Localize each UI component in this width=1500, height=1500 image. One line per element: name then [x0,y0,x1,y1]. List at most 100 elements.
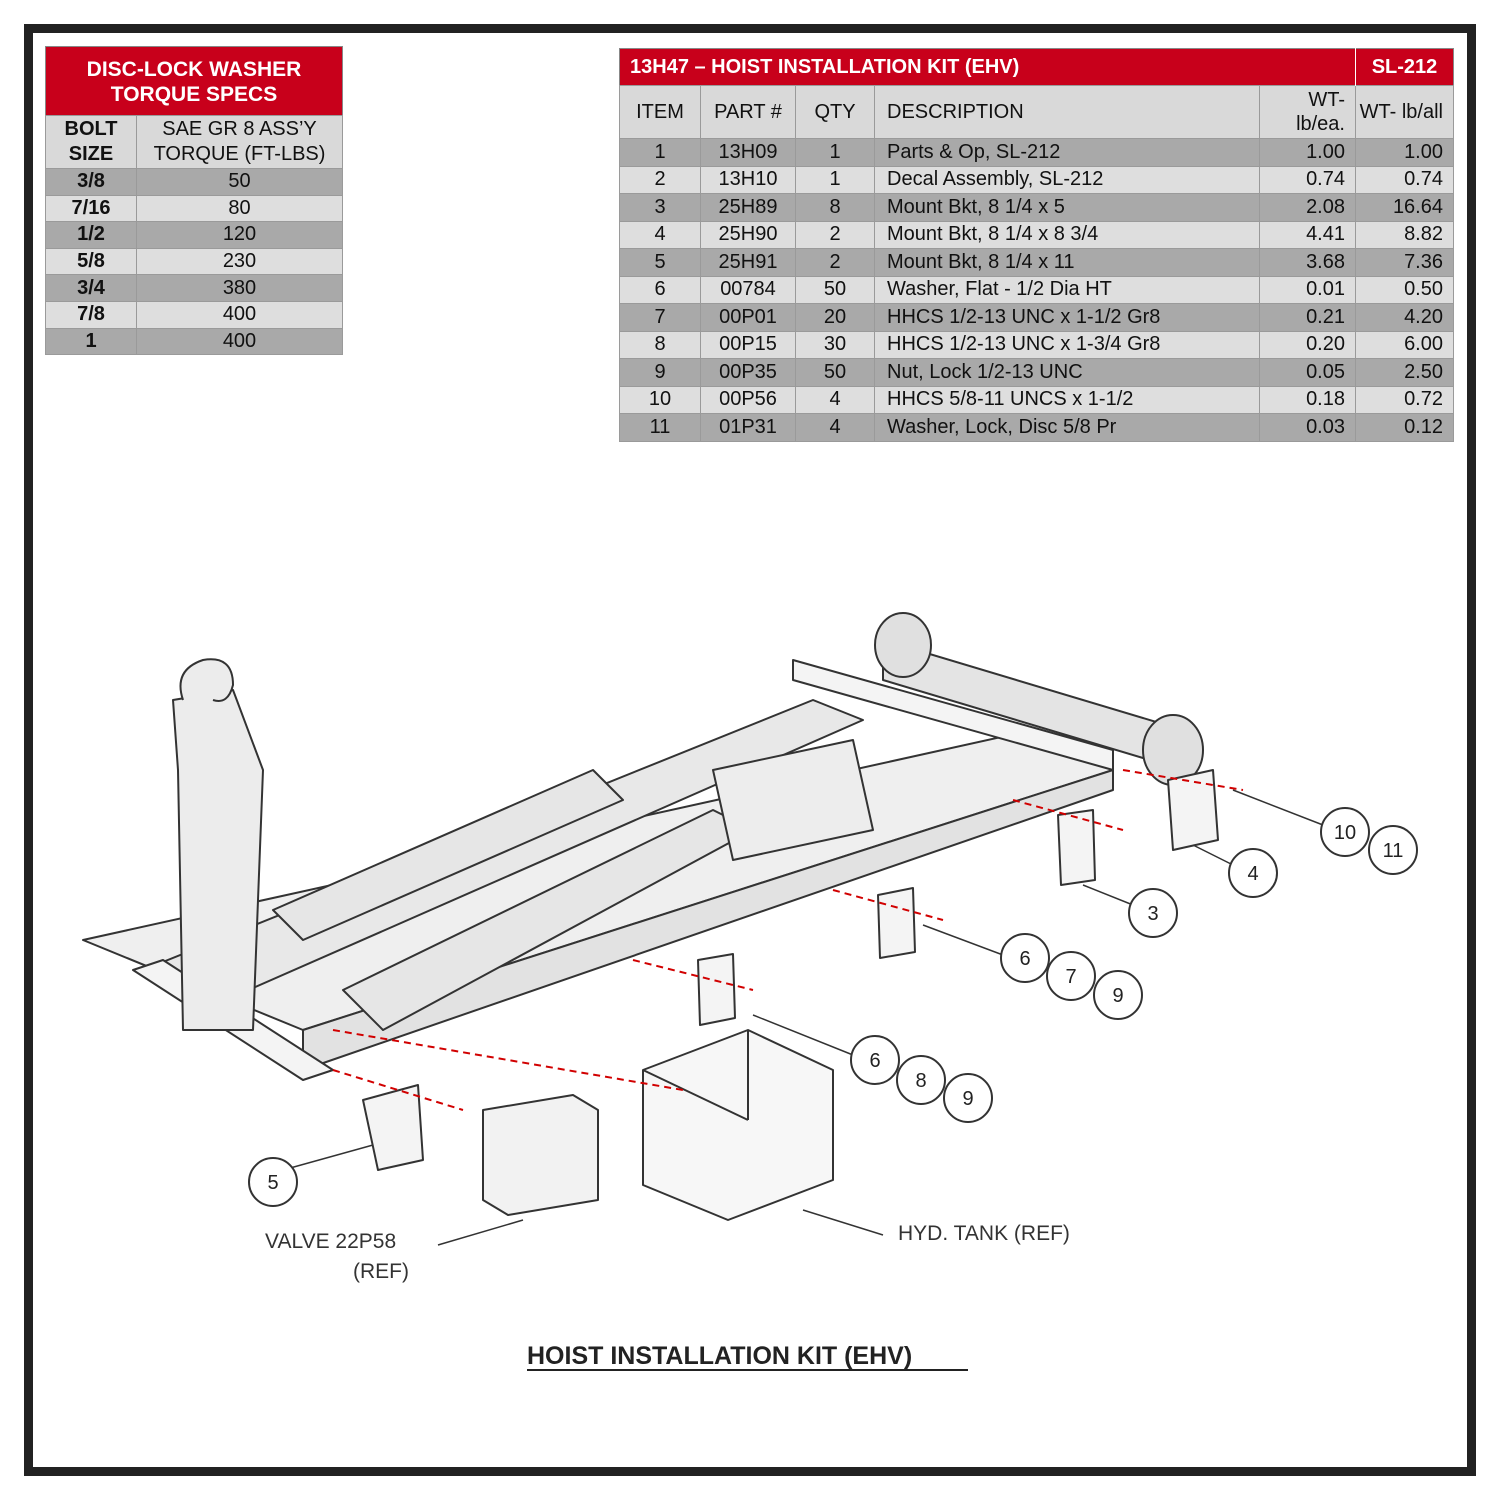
qty-cell: 1 [795,165,875,194]
part-number-cell: 01P31 [700,413,796,442]
part-number-cell: 25H90 [700,220,796,249]
callout-number: 5 [267,1172,278,1194]
weight-all-cell: 1.00 [1355,138,1454,167]
qty-cell: 4 [795,385,875,414]
description-cell: Washer, Flat - 1/2 Dia HT [874,275,1260,304]
rear-roller-left [874,612,932,678]
item-cell: 11 [619,413,701,442]
weight-all-cell: 6.00 [1355,330,1454,359]
part-number-cell: 13H10 [700,165,796,194]
leader-line [282,1144,374,1171]
weight-all-cell: 0.50 [1355,275,1454,304]
torque-value-cell: 230 [136,247,343,276]
item-cell: 7 [619,303,701,332]
part-number-cell: 00P15 [700,330,796,359]
weight-all-cell: 0.74 [1355,165,1454,194]
item-cell: 3 [619,193,701,222]
leader-line [1232,789,1324,826]
qty-cell: 30 [795,330,875,359]
mount-bracket-5 [362,1084,424,1171]
weight-each-cell: 2.08 [1259,193,1356,222]
item-cell: 5 [619,248,701,277]
hydraulic-cylinder [272,769,624,941]
torque-table-title: DISC-LOCK WASHER TORQUE SPECS [45,46,343,116]
callout-balloon: 6 [850,1035,900,1085]
weight-each-cell: 3.68 [1259,248,1356,277]
col-torque: SAE GR 8 ASS’Y TORQUE (FT-LBS) [136,115,343,169]
callout-number: 3 [1147,903,1158,925]
weight-each-cell: 0.03 [1259,413,1356,442]
weight-each-cell: 0.20 [1259,330,1356,359]
tank-edge [642,1069,749,1121]
callout-balloon: 9 [943,1073,993,1123]
leader-line [1192,844,1234,866]
mount-bracket-4 [1167,769,1219,851]
kit-model-code: SL-212 [1355,48,1454,86]
weight-each-cell: 4.41 [1259,220,1356,249]
callout-number: 9 [1112,985,1123,1007]
mount-bracket-3 [877,887,916,959]
torque-value-cell: 380 [136,274,343,302]
bolt-size-cell: 5/8 [45,247,137,276]
part-number-cell: 25H91 [700,248,796,277]
col-qty: QTY [795,85,875,139]
part-number-cell: 00P01 [700,303,796,332]
bolt-size-cell: 3/4 [45,274,137,302]
kit-parts-table: 13H47 – HOIST INSTALLATION KIT (EHV) SL-… [619,48,1454,442]
part-number-cell: 00784 [700,275,796,304]
bolt-size-cell: 1 [45,327,137,356]
leader-line [437,1219,524,1246]
weight-all-cell: 16.64 [1355,193,1454,222]
leader-line [922,924,1004,956]
valve-label-line1: VALVE 22P58 [265,1230,396,1253]
bolt-size-cell: 3/8 [45,168,137,196]
callout-balloon: 5 [248,1157,298,1207]
part-number-cell: 00P56 [700,385,796,414]
torque-value-cell: 120 [136,221,343,249]
item-cell: 2 [619,165,701,194]
weight-all-cell: 0.12 [1355,413,1454,442]
bolt-path [632,959,754,991]
mount-bracket-3 [1057,809,1096,886]
diagram-caption: HOIST INSTALLATION KIT (EHV) [527,1342,912,1370]
callout-balloon: 9 [1093,970,1143,1020]
item-cell: 1 [619,138,701,167]
col-wt-each: WT- lb/ea. [1259,85,1356,139]
callout-balloon: 10 [1320,807,1370,857]
col-bolt-size: BOLT SIZE [45,115,137,169]
qty-cell: 2 [795,220,875,249]
hook-arm [172,689,264,1031]
tank-label: HYD. TANK (REF) [898,1222,1070,1245]
kit-table-title: 13H47 – HOIST INSTALLATION KIT (EHV) [619,48,1356,86]
item-cell: 6 [619,275,701,304]
col-wt-all: WT- lb/all [1355,85,1454,139]
weight-all-cell: 0.72 [1355,385,1454,414]
description-cell: Washer, Lock, Disc 5/8 Pr [874,413,1260,442]
weight-all-cell: 7.36 [1355,248,1454,277]
qty-cell: 50 [795,275,875,304]
description-cell: HHCS 1/2-13 UNC x 1-3/4 Gr8 [874,330,1260,359]
col-part: PART # [700,85,796,139]
bolt-path [332,1029,684,1091]
weight-each-cell: 0.01 [1259,275,1356,304]
item-cell: 4 [619,220,701,249]
torque-specs-table: DISC-LOCK WASHER TORQUE SPECS BOLT SIZE … [45,46,343,356]
bolt-size-cell: 7/8 [45,300,137,329]
col-item: ITEM [619,85,701,139]
callout-balloon: 8 [896,1055,946,1105]
callout-number: 11 [1383,840,1404,862]
torque-value-cell: 400 [136,300,343,329]
qty-cell: 8 [795,193,875,222]
item-cell: 9 [619,358,701,387]
weight-each-cell: 0.74 [1259,165,1356,194]
